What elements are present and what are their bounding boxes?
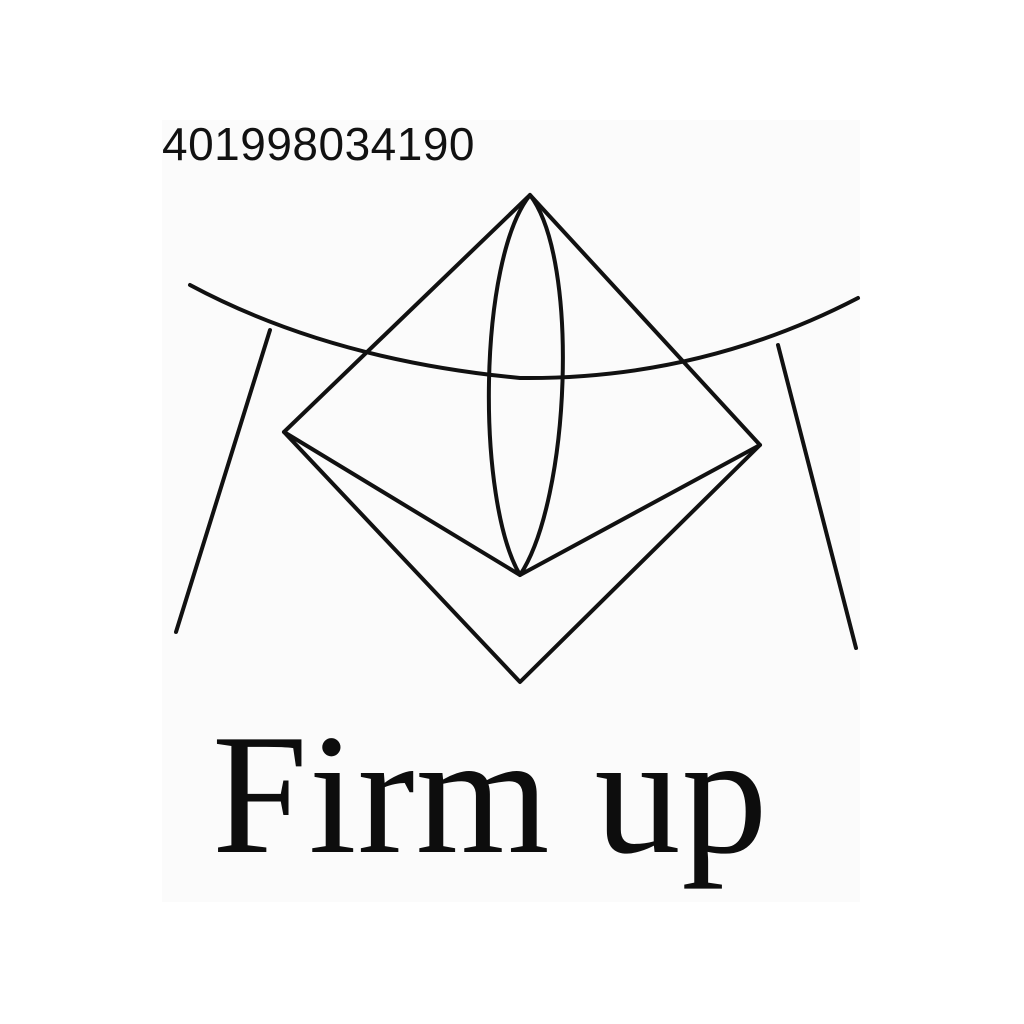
wordmark-text: Firm up [212, 700, 769, 890]
left-leg-line [174, 328, 272, 634]
outer-diamond-shape [282, 193, 762, 684]
trademark-sheet [162, 120, 860, 902]
inner-fold-shape [282, 430, 762, 577]
meridian-ellipse [486, 193, 565, 577]
arc-line [188, 283, 860, 381]
registration-number: 401998034190 [162, 118, 475, 170]
right-leg-line [776, 343, 858, 650]
